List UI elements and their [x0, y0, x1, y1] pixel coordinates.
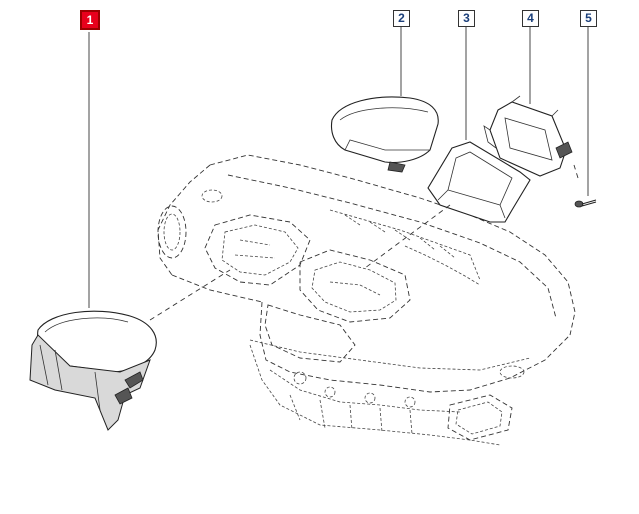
- display-screen-unit: [483, 95, 573, 177]
- bezel-install-arrow: [364, 204, 451, 269]
- lower-structure: [249, 344, 501, 446]
- dashboard-outline: [157, 154, 576, 393]
- callout-2[interactable]: 2: [393, 10, 410, 27]
- callout-3[interactable]: 3: [458, 10, 475, 27]
- callout-5[interactable]: 5: [580, 10, 597, 27]
- airbag-housing-outline: [204, 214, 311, 286]
- center-console-cavity: [299, 249, 411, 323]
- glovebox-area: [264, 304, 356, 363]
- right-air-vent: [447, 365, 525, 441]
- upper-cover-panel: [330, 96, 439, 173]
- airbag-install-arrow: [149, 269, 231, 321]
- callout-4[interactable]: 4: [522, 10, 539, 27]
- callout-1[interactable]: 1: [80, 10, 100, 30]
- passenger-airbag-module: [29, 310, 157, 431]
- left-air-vent: [157, 189, 223, 259]
- display-bezel-frame: [427, 141, 531, 223]
- mounting-screw: [574, 199, 597, 208]
- screen-install-arrow: [573, 164, 579, 179]
